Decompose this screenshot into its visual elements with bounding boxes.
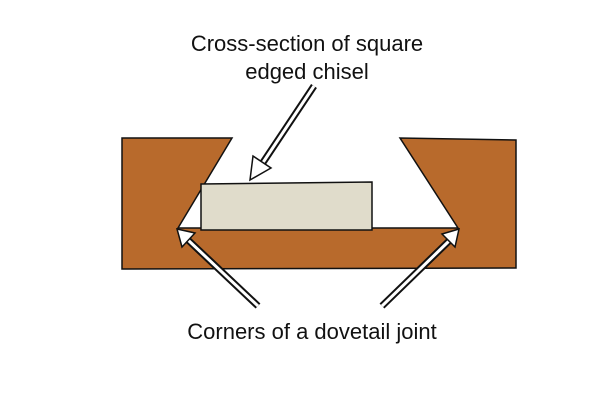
chisel-cross-section bbox=[200, 181, 373, 231]
corners-label: Corners of a dovetail joint bbox=[187, 319, 436, 344]
chisel-label-line2: edged chisel bbox=[245, 59, 369, 84]
right-corner-arrow-head bbox=[440, 227, 461, 249]
left-corner-arrow-head bbox=[175, 227, 197, 249]
right-corner-arrow bbox=[379, 227, 461, 309]
chisel-arrow bbox=[249, 84, 317, 182]
chisel-label-line1: Cross-section of square bbox=[191, 31, 423, 56]
left-corner-arrow bbox=[175, 227, 261, 309]
wood-dovetail-socket bbox=[121, 137, 517, 270]
chisel-arrow-head bbox=[249, 154, 273, 182]
